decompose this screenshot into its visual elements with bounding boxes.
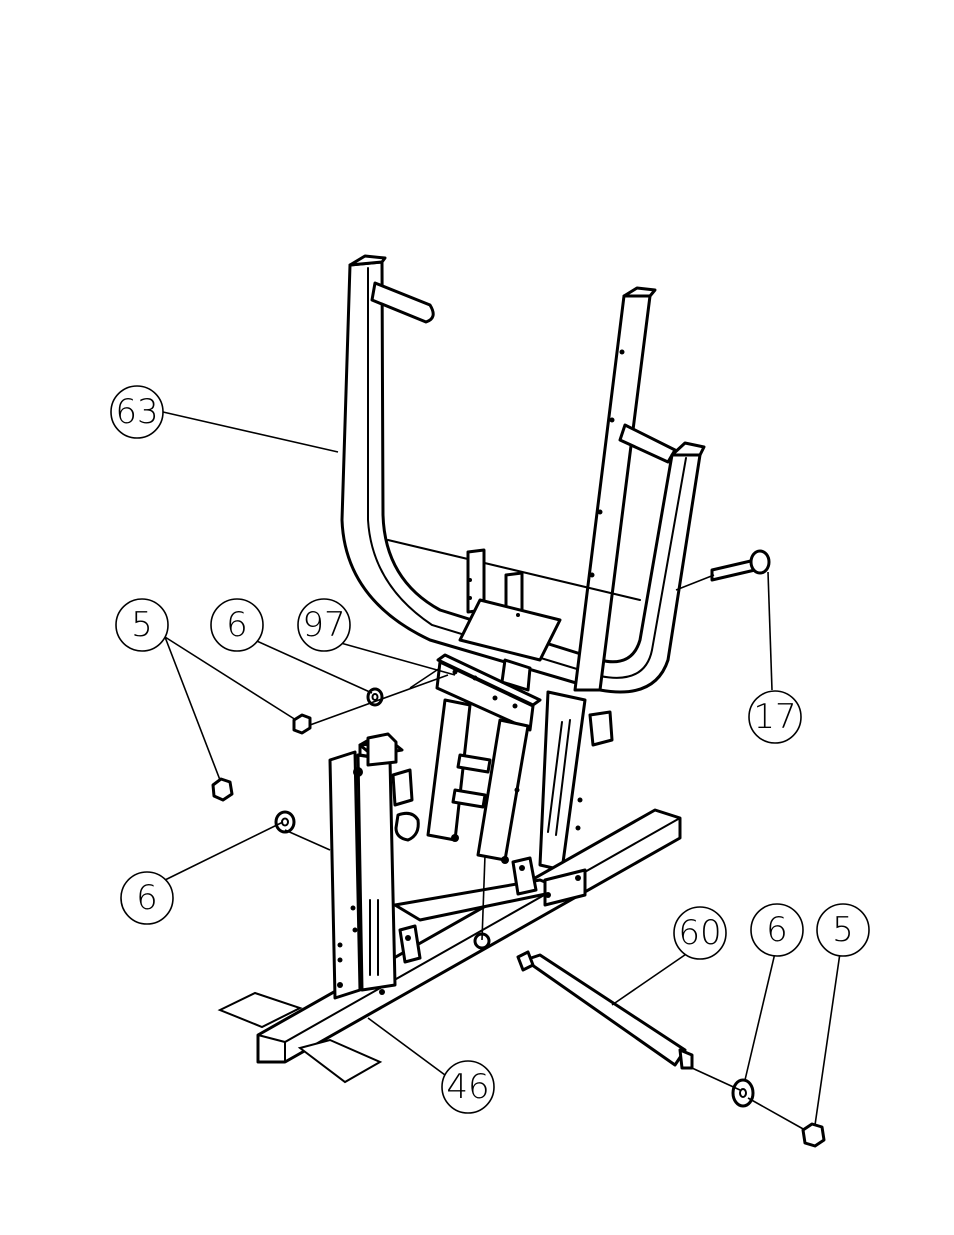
- callout-46-label: 46: [446, 1067, 489, 1107]
- callout-97: 97: [298, 599, 350, 651]
- part-60-axle: [518, 952, 692, 1068]
- callout-17: 17: [749, 691, 801, 743]
- hole: [519, 865, 525, 871]
- callout-5-upper-left: 5: [116, 599, 168, 651]
- callout-63-label: 63: [115, 392, 158, 432]
- hole: [451, 834, 459, 842]
- hole: [578, 798, 583, 803]
- callout-5-right: 5: [817, 904, 869, 956]
- washer-6-right: [733, 1080, 753, 1106]
- hole: [338, 958, 343, 963]
- part-17-bolt: [712, 551, 769, 580]
- hole: [353, 928, 358, 933]
- hole: [598, 510, 603, 515]
- callout-17-label: 17: [753, 697, 796, 737]
- hole: [493, 696, 498, 701]
- callout-6-right: 6: [751, 904, 803, 956]
- hole: [379, 989, 385, 995]
- hole: [468, 578, 472, 582]
- callout-6-label: 6: [226, 605, 248, 645]
- hole: [516, 613, 520, 617]
- inner-mount-tubes: [460, 550, 560, 660]
- part-46-base-frame: [220, 810, 680, 1082]
- hole: [473, 676, 478, 681]
- callout-6-label: 6: [766, 910, 788, 950]
- hole: [513, 704, 518, 709]
- hole: [351, 906, 356, 911]
- hole: [353, 767, 363, 777]
- hole: [545, 892, 551, 898]
- hole: [501, 856, 509, 864]
- callout-6-label: 6: [136, 878, 158, 918]
- hole: [575, 875, 581, 881]
- callout-6-upper: 6: [211, 599, 263, 651]
- hole: [405, 935, 411, 941]
- callout-60-label: 60: [678, 913, 721, 953]
- callout-5-label: 5: [131, 605, 153, 645]
- hole: [515, 788, 520, 793]
- hole: [620, 350, 625, 355]
- hole: [468, 596, 472, 600]
- callout-6-left: 6: [121, 872, 173, 924]
- nut-5-right: [803, 1124, 824, 1146]
- washer-6-left: [276, 812, 294, 832]
- hole: [337, 982, 343, 988]
- nut-5-upper: [294, 715, 310, 733]
- hole: [338, 943, 343, 948]
- hole: [576, 826, 581, 831]
- nut-5-left: [213, 779, 232, 800]
- hole: [590, 573, 595, 578]
- callout-97-label: 97: [302, 605, 345, 645]
- callout-5-label: 5: [832, 910, 854, 950]
- callout-63: 63: [111, 386, 163, 438]
- callout-46: 46: [442, 1061, 494, 1113]
- callout-60: 60: [674, 907, 726, 959]
- adjustment-knob: [396, 813, 418, 840]
- hole: [610, 418, 615, 423]
